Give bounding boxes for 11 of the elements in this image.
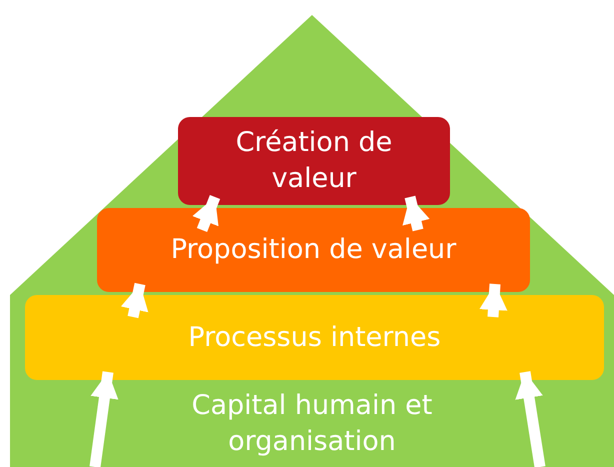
pyramid-shape	[10, 15, 614, 467]
arrow	[480, 284, 506, 318]
level-box: Proposition de valeur	[97, 208, 530, 292]
arrow	[122, 282, 148, 318]
arrow	[90, 371, 118, 467]
arrow	[193, 194, 220, 232]
level-label: Capital humain et organisation	[190, 389, 434, 459]
level-box: Processus internes	[25, 295, 604, 380]
level-box: Création de valeur	[178, 117, 450, 205]
arrow	[404, 196, 429, 232]
arrow	[516, 371, 546, 467]
